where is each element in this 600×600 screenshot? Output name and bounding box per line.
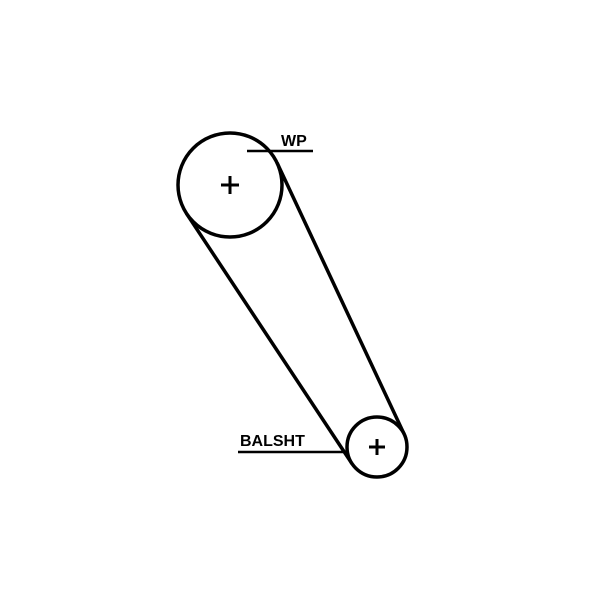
balsht-center-cross-icon xyxy=(369,439,385,455)
wp-label: WP xyxy=(281,133,307,150)
balsht-label: BALSHT xyxy=(240,433,305,450)
wp-center-cross-icon xyxy=(221,176,239,194)
belt-line-left xyxy=(185,212,354,465)
belt-line-right xyxy=(275,162,406,436)
